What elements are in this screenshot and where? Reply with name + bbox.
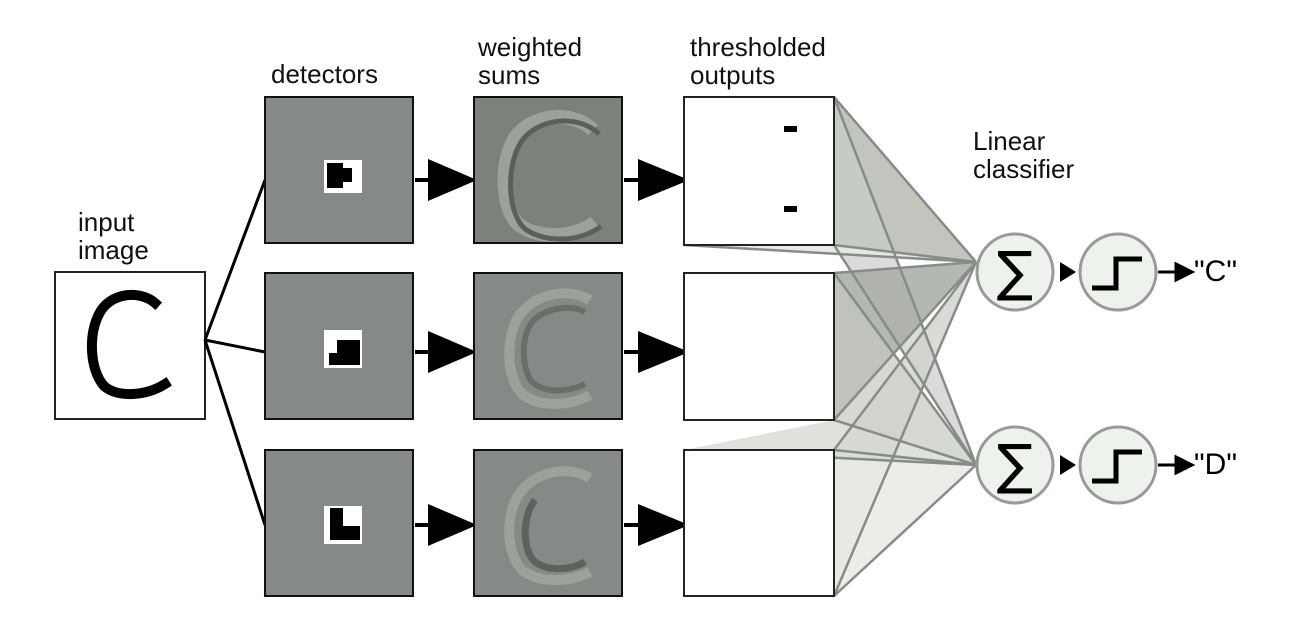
detectors-label: detectors [271,59,378,89]
thresholded-output-1 [683,96,835,246]
linear-classifier-label: Linear classifier [973,127,1074,183]
step-node-c [1078,232,1158,312]
thresholded-label-line-2: outputs [690,60,776,90]
detector-3 [264,449,414,597]
classifier-label-line-2: classifier [973,154,1075,184]
arrows-weighted [624,159,690,546]
input-label-line-1: input [78,207,135,237]
input-image-label: input image [78,208,149,264]
output-label-c: "C" [1194,255,1237,288]
weighted-sum-2 [473,272,623,420]
output-arrows [1158,261,1196,476]
detector-2 [264,272,414,420]
sigma-icon: ∑ [997,433,1033,496]
weighted-label-line-2: sums [478,60,541,90]
thresholded-output-3 [683,449,835,597]
input-label-line-2: image [78,235,149,265]
output-label-d: "D" [1194,448,1237,481]
thresholded-output-2 [683,272,835,421]
sum-node-c: ∑ [975,232,1055,312]
sigma-icon: ∑ [997,240,1033,303]
thresholded-label-line-1: thresholded [690,32,826,62]
step-node-d [1078,425,1158,505]
thresholded-outputs-label: thresholded outputs [690,33,826,89]
sum-node-d: ∑ [975,425,1055,505]
input-connections [203,179,267,526]
detector-1 [264,96,414,244]
input-image [54,271,206,420]
step-function-icon [1092,449,1142,484]
weighted-sum-1 [473,96,623,244]
arrows-detectors [415,158,478,547]
classifier-label-line-1: Linear [973,126,1046,156]
arrows-sum-step [1060,262,1076,475]
weighted-label-line-1: weighted [478,32,583,62]
step-function-icon [1092,256,1142,291]
weighted-sums-label: weighted sums [478,33,582,89]
weighted-sum-3 [473,449,623,597]
